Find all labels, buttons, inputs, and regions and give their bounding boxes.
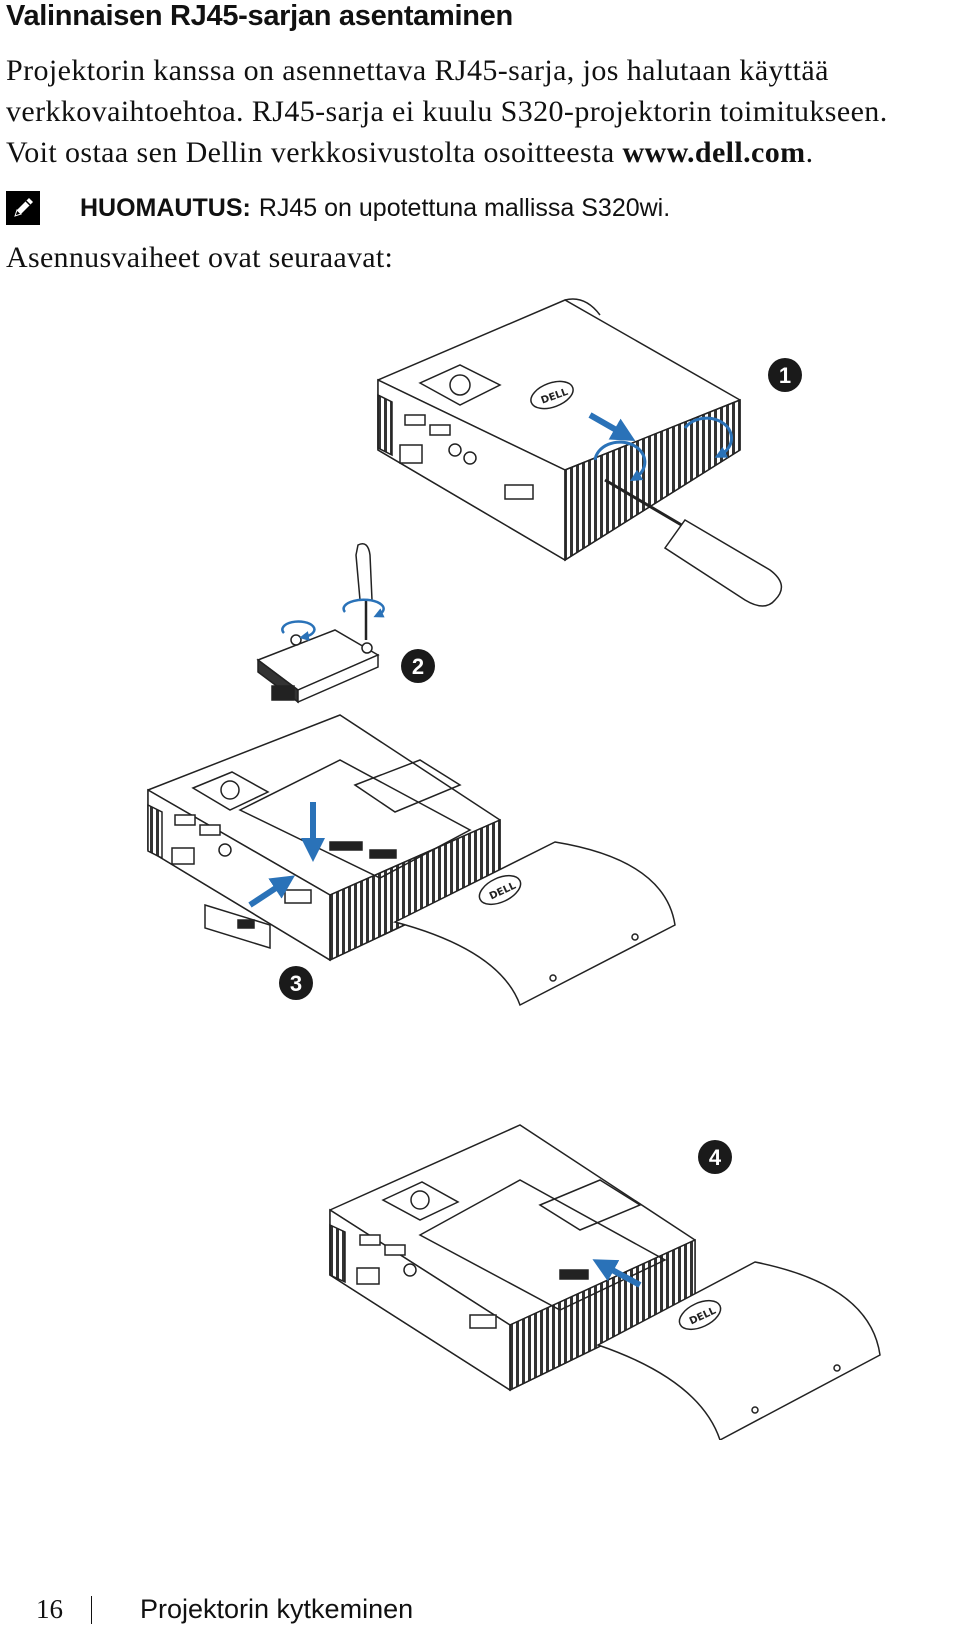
note-box: HUOMAUTUS: RJ45 on upotettuna mallissa S…: [6, 190, 670, 226]
steps-intro: Asennusvaiheet ovat seuraavat:: [6, 241, 394, 274]
step-2-rotation-arrows: [281, 598, 385, 641]
note-label: HUOMAUTUS:: [80, 193, 251, 222]
intro-line-3-end: .: [805, 136, 814, 169]
step-1-screwdriver: [604, 478, 783, 607]
step-badge-3-text: 3: [290, 971, 302, 996]
footer-section-title: Projektorin kytkeminen: [140, 1594, 414, 1624]
step-badge-1-text: 1: [779, 363, 791, 388]
intro-paragraph: Projektorin kanssa on asennettava RJ45-s…: [6, 50, 956, 173]
step-badge-2: 2: [401, 649, 435, 683]
intro-line-3-text: Voit ostaa sen Dellin verkkosivustolta o…: [6, 136, 623, 169]
step-3-projector: [147, 714, 501, 962]
step-4-projector: [329, 1124, 696, 1392]
step-badge-2-text: 2: [412, 654, 424, 679]
step-badge-4-text: 4: [709, 1145, 722, 1170]
dell-website-link[interactable]: www.dell.com: [622, 136, 806, 169]
step-1-rotation-arrows: [593, 416, 734, 482]
step-4-insert-arrow: [592, 1259, 642, 1288]
note-text: RJ45 on upotettuna mallissa S320wi.: [258, 193, 671, 222]
intro-line-3: Voit ostaa sen Dellin verkkosivustolta o…: [6, 132, 956, 173]
step-badge-4: 4: [698, 1140, 732, 1174]
footer-separator: [91, 1595, 92, 1624]
step-badge-3: 3: [279, 966, 313, 1000]
page-number: 16: [36, 1594, 63, 1624]
pencil-note-icon: [6, 191, 40, 225]
step-3-cover: DELL: [392, 841, 676, 1007]
step-2-screwdriver: [355, 543, 373, 640]
step-1-slide-arrow: [588, 412, 636, 441]
step-1-projector: DELL: [377, 298, 741, 562]
intro-line-2: verkkovaihtoehtoa. RJ45-sarja ei kuulu S…: [6, 95, 888, 128]
step-3-port-plate: [204, 903, 271, 950]
page-footer: 16 Projektorin kytkeminen: [36, 1594, 413, 1625]
step-2-rj45-board: [256, 629, 380, 704]
installation-illustration: DELL: [147, 298, 881, 1440]
step-4-cover: DELL: [596, 1261, 881, 1440]
step-badge-1: 1: [768, 358, 802, 392]
page-title: Valinnaisen RJ45-sarjan asentaminen: [6, 0, 513, 32]
step-3-insert-arrow: [248, 875, 296, 908]
intro-line-1: Projektorin kanssa on asennettava RJ45-s…: [6, 54, 829, 87]
